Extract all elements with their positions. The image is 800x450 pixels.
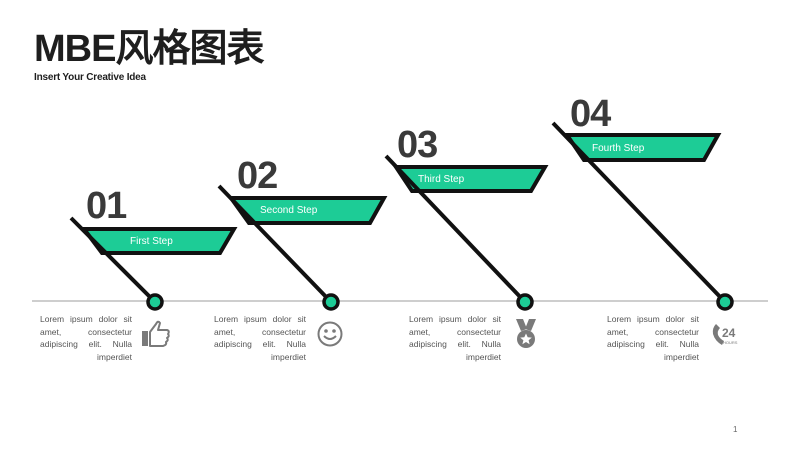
step-flag (227, 196, 388, 225)
phone-24-hours-icon: 24 HOURS (712, 324, 738, 345)
step-number: 04 (570, 93, 611, 135)
page-subtitle: Insert Your Creative Idea (34, 72, 146, 83)
page-number: 1 (733, 425, 738, 434)
step-flag (392, 165, 549, 193)
timeline-node (146, 293, 164, 311)
flag-pole (69, 216, 157, 304)
step-4-description: Lorem ipsum dolor sit amet, consectetur … (607, 314, 699, 362)
step-2: 02 Second Step (217, 155, 388, 311)
flag-pole (384, 154, 527, 304)
step-1-description: Lorem ipsum dolor sit amet, consectetur … (40, 314, 132, 362)
hours-number: 24 (722, 326, 736, 340)
step-2-description: Lorem ipsum dolor sit amet, consectetur … (214, 314, 306, 362)
medal-icon (516, 319, 536, 348)
step-4: 04 Fourth Step (551, 93, 734, 311)
step-1: 01 First Step (69, 185, 238, 311)
step-number: 01 (86, 185, 127, 227)
timeline-node (716, 293, 734, 311)
smiley-icon (317, 321, 343, 347)
timeline-node (516, 293, 534, 311)
flag-pole (217, 184, 333, 304)
step-number: 02 (237, 155, 277, 197)
page-title: MBE风格图表 (34, 28, 264, 70)
step-label: Second Step (260, 205, 318, 216)
step-label: Third Step (418, 174, 465, 185)
flag-pole (551, 121, 727, 304)
hours-caption: HOURS (723, 340, 738, 345)
step-3-description: Lorem ipsum dolor sit amet, consectetur … (409, 314, 501, 362)
thumbs-up-icon (142, 320, 170, 347)
step-3: 03 Third Step (384, 124, 549, 311)
step-label: First Step (130, 236, 173, 247)
step-label: Fourth Step (592, 143, 645, 154)
timeline-node (322, 293, 340, 311)
step-number: 03 (397, 124, 437, 166)
